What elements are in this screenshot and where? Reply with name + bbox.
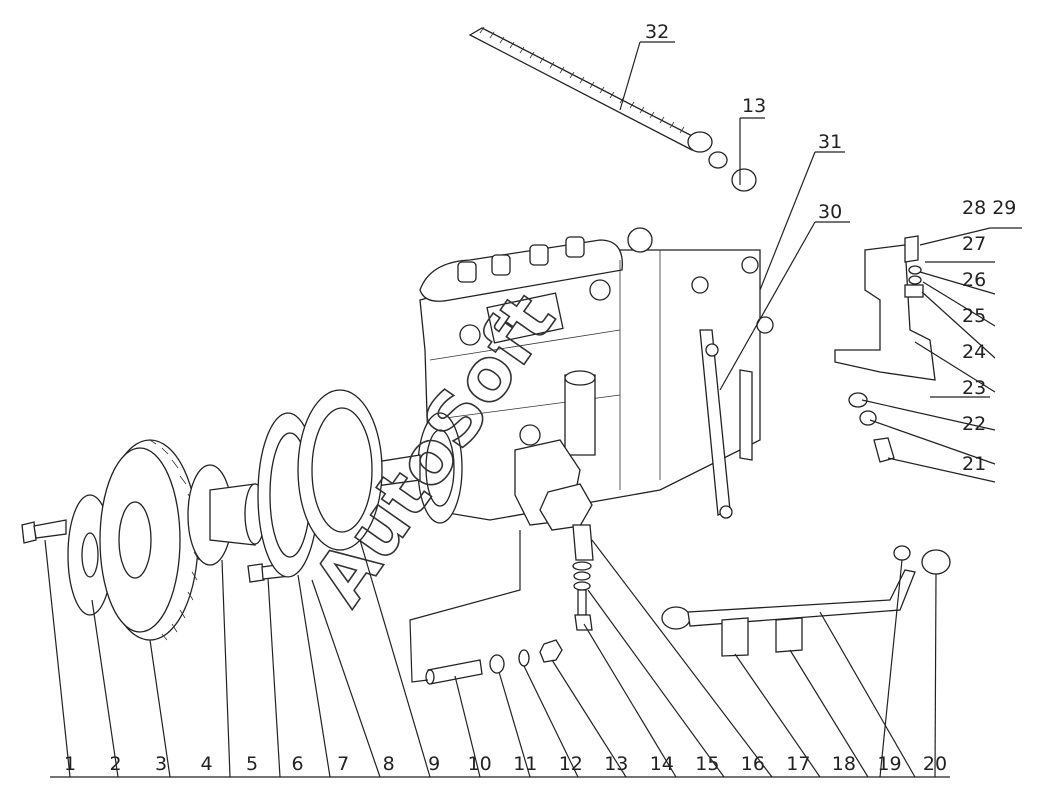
callout-8: 8 <box>383 753 395 775</box>
part-side-bracket <box>834 235 936 463</box>
parts-drawing: AutoSoft <box>21 26 951 685</box>
part-bolt-1 <box>21 519 67 544</box>
callout-26: 26 <box>962 269 986 291</box>
callout-23: 23 <box>962 377 986 399</box>
callout-24: 24 <box>962 341 986 363</box>
callout-3: 3 <box>155 753 167 775</box>
callout-2: 2 <box>109 753 121 775</box>
part-fuel-fitting-assembly <box>514 370 596 561</box>
leader-lines <box>44 41 1022 778</box>
callout-19: 19 <box>877 753 901 775</box>
callout-6: 6 <box>292 753 304 775</box>
callout-17: 17 <box>786 753 810 775</box>
callout-18: 18 <box>832 753 856 775</box>
part-hub-4 <box>187 464 266 566</box>
callout-25: 25 <box>962 305 986 327</box>
part-washer-11 <box>518 649 530 667</box>
part-nut-12 <box>539 639 563 663</box>
callout-20: 20 <box>923 753 947 775</box>
callout-5: 5 <box>246 753 258 775</box>
part-fuel-line-spring <box>468 26 757 192</box>
callout-31: 31 <box>818 131 842 153</box>
callout-10: 10 <box>468 753 492 775</box>
callout-1: 1 <box>64 753 76 775</box>
part-support-rod <box>661 545 951 657</box>
callout-28-29: 28 29 <box>962 197 1016 219</box>
callout-21: 21 <box>962 453 986 475</box>
callout-30: 30 <box>818 201 842 223</box>
callout-9: 9 <box>428 753 440 775</box>
callout-14: 14 <box>650 753 674 775</box>
callout-13-top: 13 <box>742 95 766 117</box>
callout-16: 16 <box>741 753 765 775</box>
callout-4: 4 <box>201 753 213 775</box>
callout-12: 12 <box>559 753 583 775</box>
callout-11: 11 <box>513 753 537 775</box>
part-drive-gear-3 <box>99 439 200 641</box>
part-washer-10 <box>489 654 505 674</box>
callout-27: 27 <box>962 233 986 255</box>
callout-22: 22 <box>962 413 986 435</box>
callout-7: 7 <box>337 753 349 775</box>
right-callouts: 28 29 27 26 25 24 23 22 21 <box>962 197 1016 475</box>
callout-32: 32 <box>645 21 669 43</box>
callout-15: 15 <box>695 753 719 775</box>
callout-13: 13 <box>604 753 628 775</box>
part-stud-9 <box>425 659 483 685</box>
part-flange-7-8 <box>297 389 383 551</box>
part-fitting-stack <box>572 561 593 631</box>
top-callouts: 32 13 31 30 <box>645 21 842 223</box>
